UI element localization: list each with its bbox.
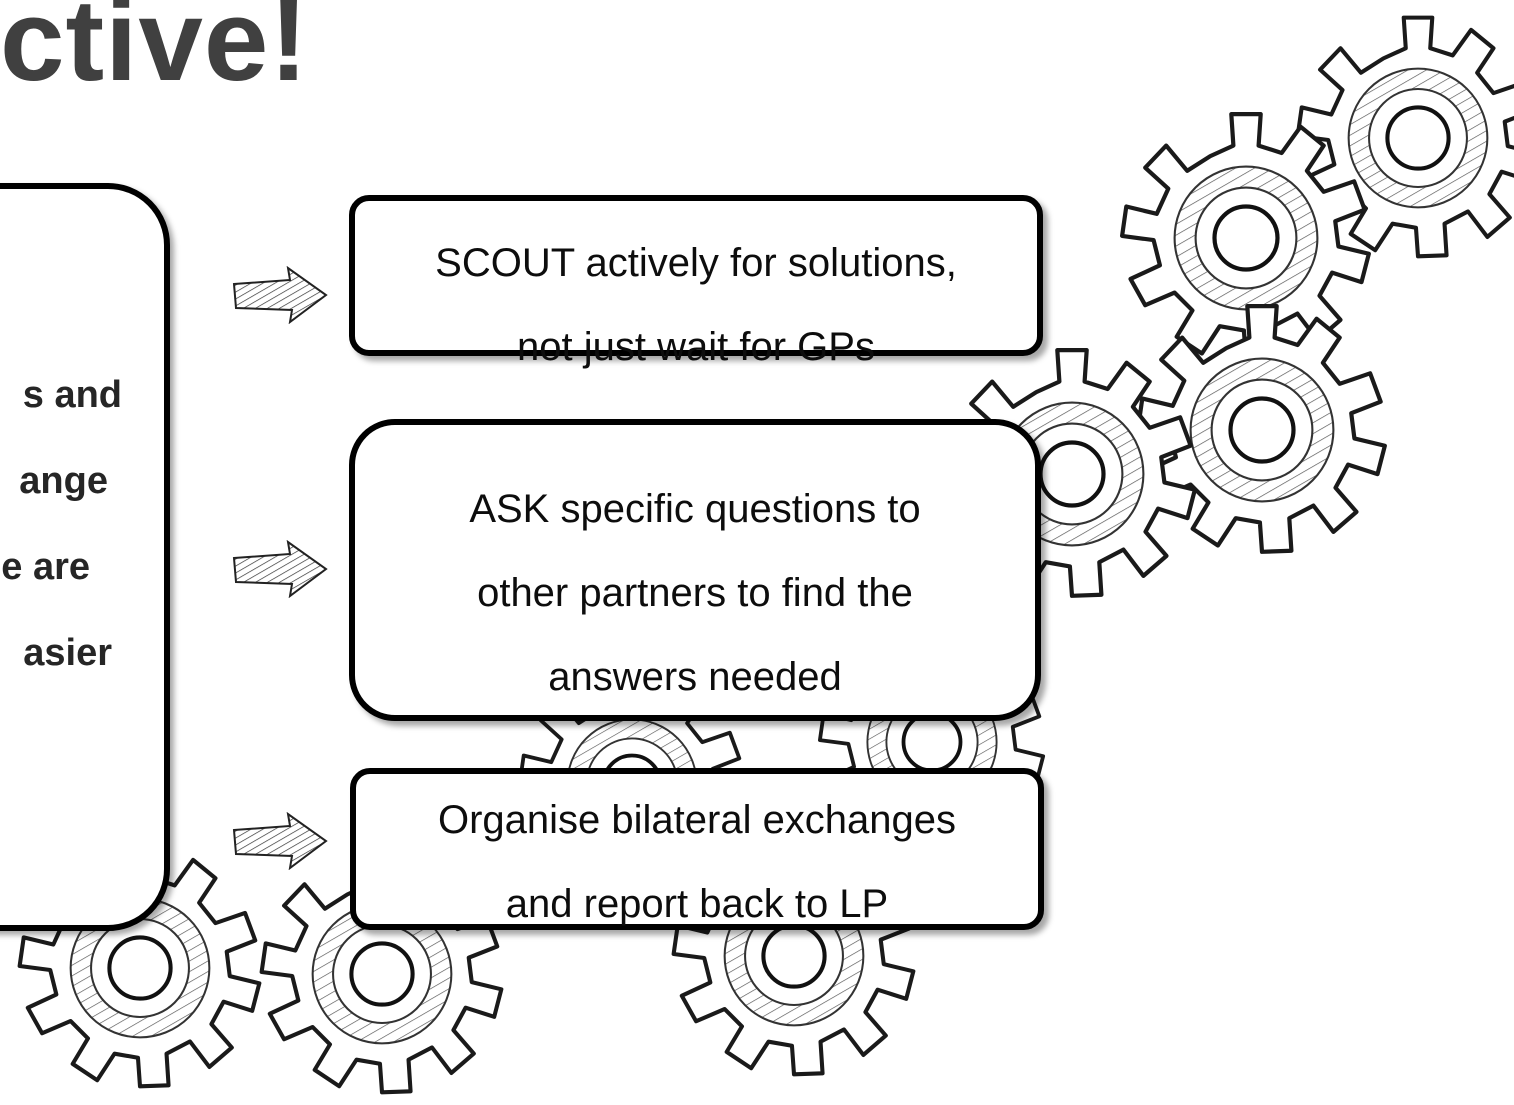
left-panel-line: asier [23, 632, 112, 674]
action-text-line: and report back to LP [505, 882, 889, 926]
hatched-arrow-icon [232, 540, 328, 598]
action-text-line: ASK specific questions to [469, 487, 921, 531]
action-text-line: SCOUT actively for solutions, [435, 241, 957, 285]
action-box-scout: SCOUT actively for solutions, not just w… [349, 195, 1043, 369]
action-text-line: Organise bilateral exchanges [437, 798, 957, 842]
action-text-line: answers needed [548, 655, 842, 699]
left-panel-line: s and [22, 374, 122, 416]
hatched-arrow-icon [232, 812, 328, 870]
action-box-ask: ASK specific questions to other partners… [349, 419, 1041, 721]
left-panel-line: e are [1, 546, 90, 588]
left-panel-line: ange [19, 460, 108, 502]
action-text-line: not just wait for GPs [517, 325, 875, 369]
action-text-line: other partners to find the [477, 571, 913, 615]
left-panel [0, 183, 170, 931]
page-title: ctive! [0, 0, 310, 105]
action-box-organise: Organise bilateral exchanges and report … [350, 768, 1044, 930]
hatched-arrow-icon [232, 266, 328, 324]
